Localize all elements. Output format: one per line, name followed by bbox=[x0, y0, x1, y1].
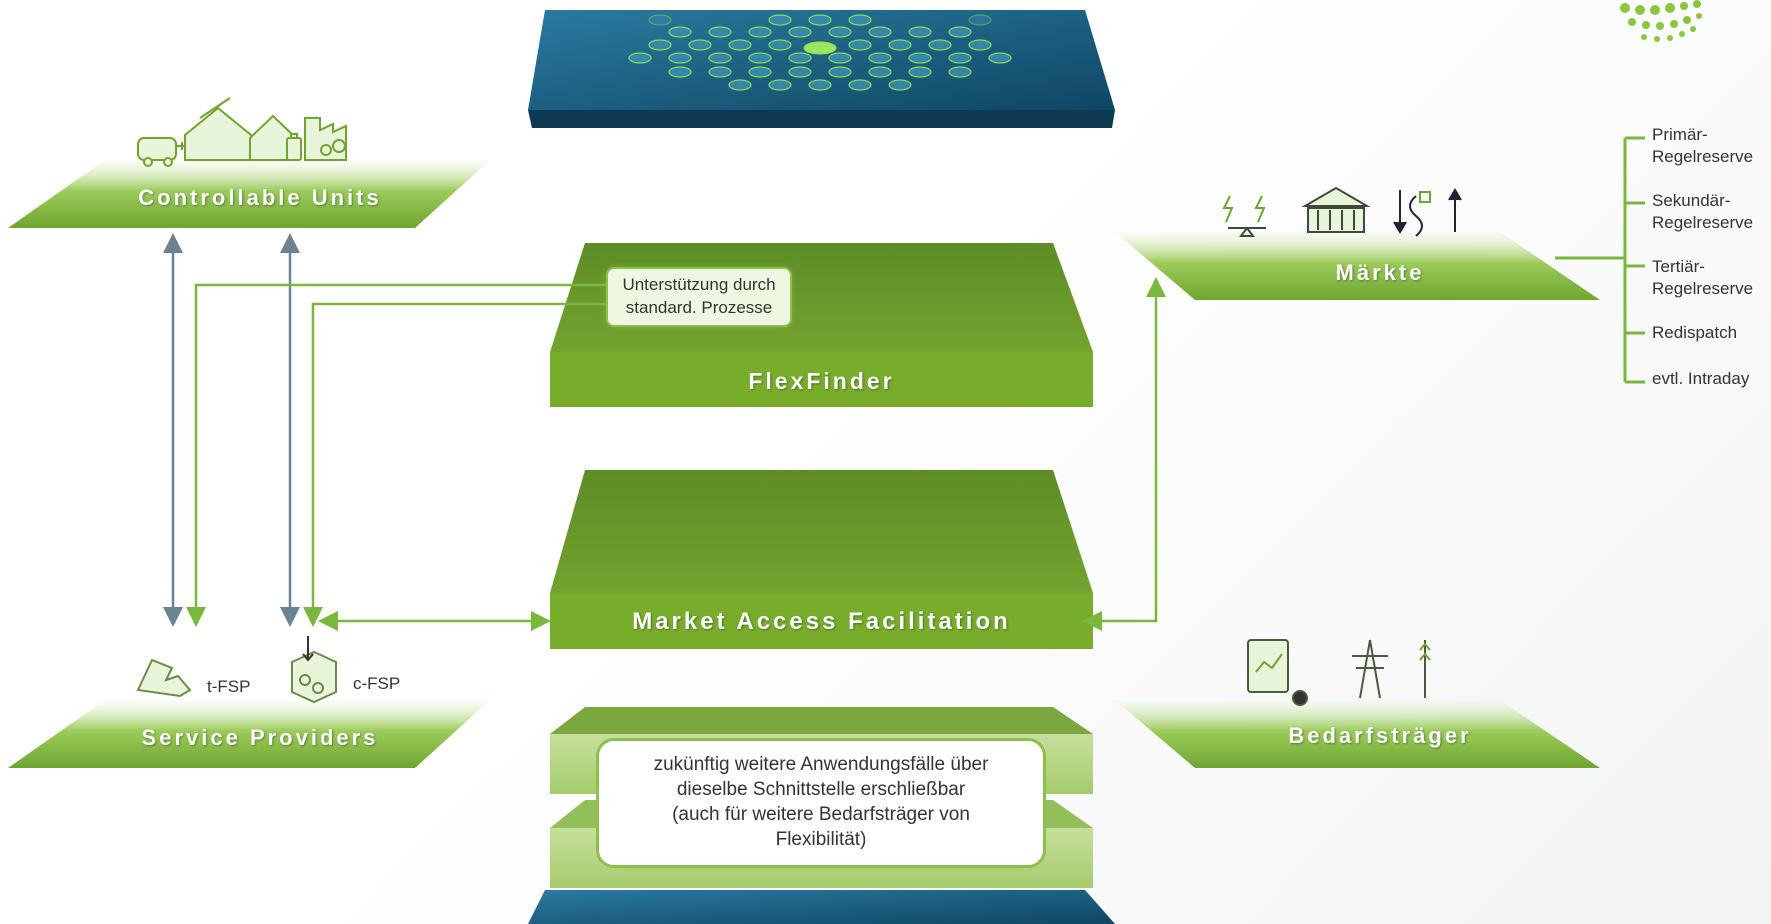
maerkte-icons bbox=[1222, 186, 1462, 237]
report-icon bbox=[1247, 639, 1308, 706]
box-gear-icon bbox=[291, 636, 337, 704]
market-item-tertiaer: Tertiär- Regelreserve bbox=[1652, 256, 1753, 300]
support-note: Unterstützung durch standard. Prozesse bbox=[606, 267, 792, 327]
market-item-sekundaer-line2: Regelreserve bbox=[1652, 213, 1754, 232]
bedarfstraeger-icons bbox=[1247, 639, 1431, 706]
market-item-redispatch: Redispatch bbox=[1652, 322, 1737, 344]
future-note-line2: dieselbe Schnittstelle erschließbar bbox=[676, 779, 966, 800]
factory-gear-icon bbox=[304, 117, 347, 161]
bedarfstraeger-label: Bedarfsträger bbox=[1288, 723, 1472, 748]
service-providers-label: Service Providers bbox=[141, 725, 379, 750]
market-item-tertiaer-line2: Regelreserve bbox=[1652, 279, 1754, 298]
platform-controllable-units bbox=[8, 160, 490, 228]
battery-icon bbox=[286, 133, 302, 161]
future-note: zukünftig weitere Anwendungsfälle über d… bbox=[596, 738, 1046, 868]
market-item-sekundaer: Sekundär- Regelreserve bbox=[1652, 190, 1753, 234]
future-note-line4: Flexibilität) bbox=[775, 829, 867, 850]
platform-maerkte bbox=[1115, 232, 1600, 300]
market-item-redispatch-line1: Redispatch bbox=[1652, 323, 1738, 342]
balance-energy-icon bbox=[1222, 195, 1266, 237]
arrow-support-cfsp bbox=[303, 302, 606, 627]
top-platform bbox=[528, 10, 1115, 128]
ev-car-icon bbox=[137, 137, 186, 167]
maerkte-label: Märkte bbox=[1335, 260, 1425, 285]
arrow-maf-maerkte bbox=[1082, 277, 1166, 631]
handshake-icon bbox=[136, 658, 192, 698]
platform-bedarfstraeger bbox=[1115, 700, 1600, 768]
market-item-intraday-line1: evtl. Intraday bbox=[1652, 369, 1750, 388]
market-bracket bbox=[1555, 136, 1645, 384]
controllable-units-icons bbox=[137, 97, 347, 167]
t-fsp-label: t-FSP bbox=[207, 677, 251, 696]
market-item-primaer-line2: Regelreserve bbox=[1652, 147, 1754, 166]
c-fsp-label: c-FSP bbox=[353, 674, 401, 693]
house-solar-icon bbox=[184, 97, 252, 161]
market-access-label: Market Access Facilitation bbox=[632, 608, 1011, 635]
arrow-support-tfsp bbox=[186, 283, 606, 627]
support-note-line2: standard. Prozesse bbox=[625, 298, 773, 317]
pole-icon bbox=[1419, 640, 1431, 698]
market-item-sekundaer-line1: Sekundär- bbox=[1652, 191, 1731, 210]
logo-dots bbox=[1620, 0, 1702, 42]
market-item-primaer: Primär- Regelreserve bbox=[1652, 124, 1753, 168]
bank-icon bbox=[1301, 186, 1371, 233]
future-note-line1: zukünftig weitere Anwendungsfälle über bbox=[653, 754, 989, 775]
market-access-block bbox=[550, 470, 1093, 649]
plug-arrows-icon bbox=[1393, 188, 1462, 237]
platform-service-providers bbox=[8, 700, 490, 768]
future-note-line3: (auch für weitere Bedarfsträger von bbox=[672, 804, 970, 825]
market-item-intraday: evtl. Intraday bbox=[1652, 368, 1749, 390]
power-tower-icon bbox=[1352, 639, 1388, 699]
controllable-units-label: Controllable Units bbox=[138, 185, 382, 210]
market-item-primaer-line1: Primär- bbox=[1652, 125, 1708, 144]
flexfinder-label: FlexFinder bbox=[748, 368, 895, 394]
market-item-tertiaer-line1: Tertiär- bbox=[1652, 257, 1705, 276]
support-note-line1: Unterstützung durch bbox=[622, 275, 776, 294]
service-provider-icons bbox=[136, 636, 337, 704]
